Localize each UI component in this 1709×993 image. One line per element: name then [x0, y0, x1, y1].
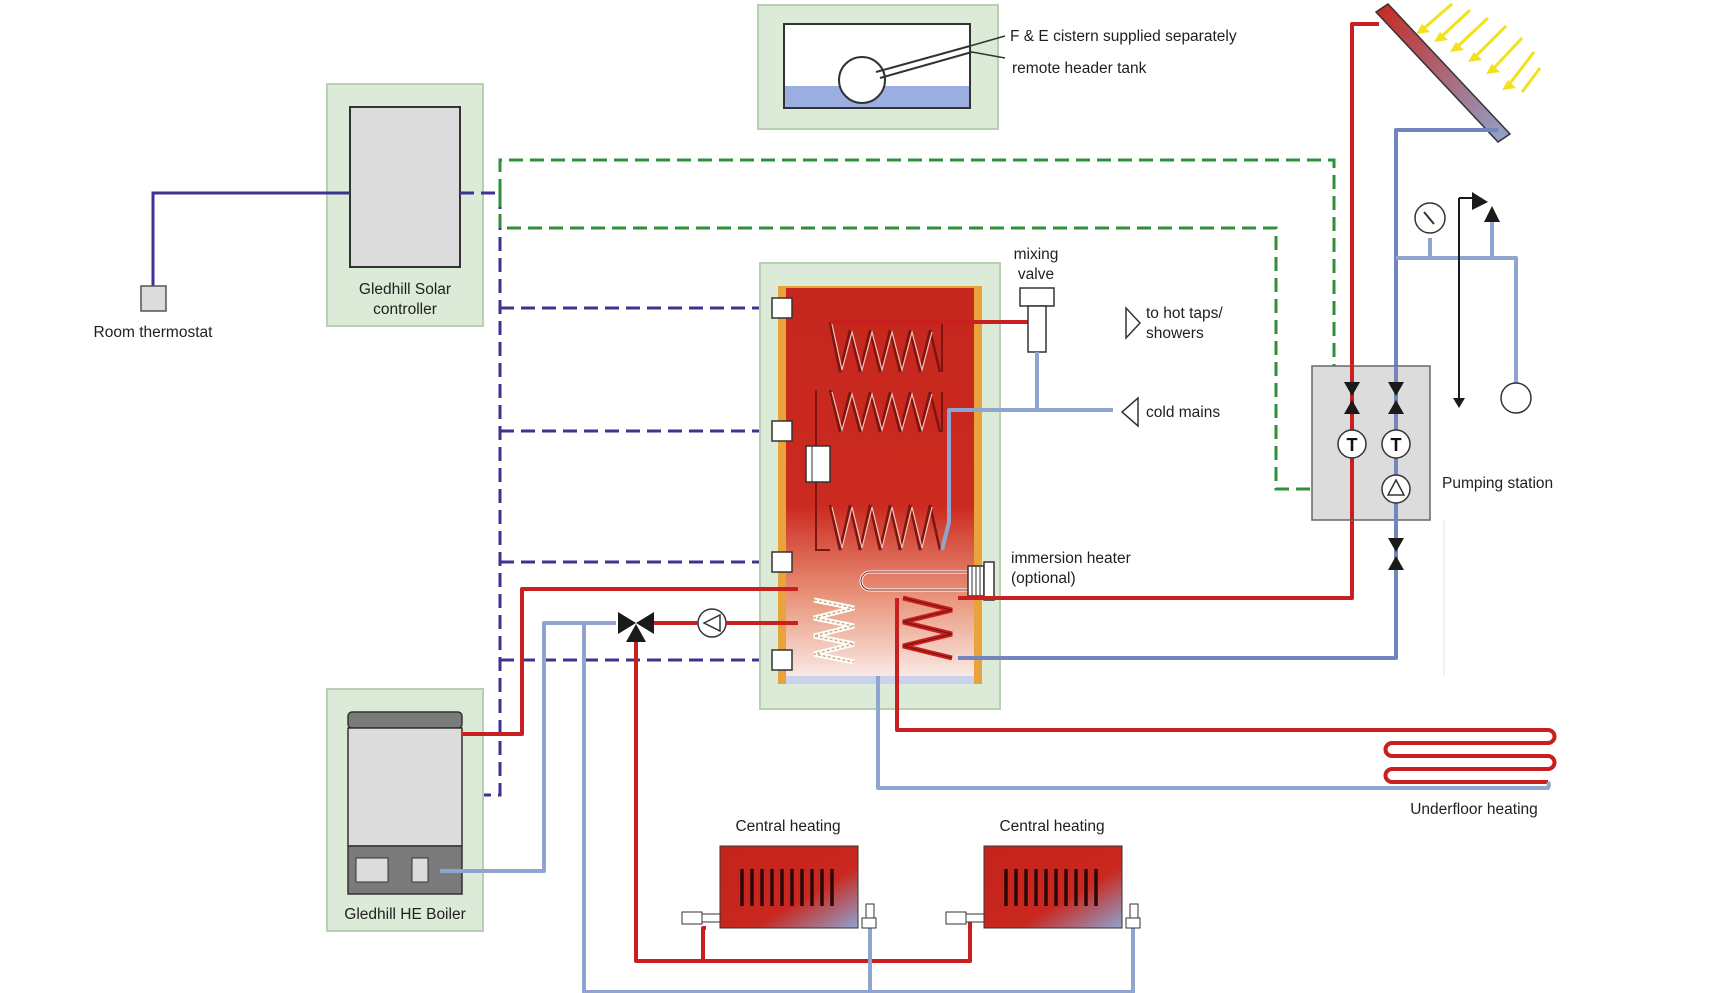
radiator-2-label: Central heating [999, 818, 1104, 835]
solar-signal-wiring [498, 158, 1378, 491]
cistern-label-1: F & E cistern supplied separately [1010, 28, 1237, 45]
svg-text:T: T [1391, 435, 1402, 455]
boiler-label: Gledhill HE Boiler [344, 906, 465, 923]
pumping-station-label: Pumping station [1442, 475, 1553, 492]
sensor-pocket-3 [771, 551, 793, 573]
mixing-valve-head [1019, 287, 1055, 307]
float-valve-icon [838, 35, 1006, 104]
radiator-1: Central heating [681, 818, 877, 929]
boiler-display [355, 857, 389, 883]
immersion-label-2: (optional) [1011, 570, 1076, 587]
boiler: Gledhill HE Boiler [326, 688, 484, 932]
sensor-pocket-4 [771, 649, 793, 671]
solar-collector [1374, 2, 1542, 143]
underfloor-label: Underfloor heating [1410, 801, 1538, 818]
immersion-heater [859, 561, 995, 601]
svg-text:T: T [1347, 435, 1358, 455]
hot-taps-label-2: showers [1146, 325, 1204, 342]
thermostat-icon [140, 285, 167, 312]
mixing-valve-body [1027, 305, 1047, 353]
cylinder-tank [786, 288, 974, 684]
radiator-valve-icon [681, 903, 877, 929]
cold-mains-label: cold mains [1146, 404, 1220, 421]
sensor-pocket-2 [771, 420, 793, 442]
controller-label-1: Gledhill Solar [359, 281, 451, 298]
radiator-1-label: Central heating [735, 818, 840, 835]
sun-rays-icon [1421, 2, 1542, 93]
three-way-valve-icon [618, 612, 654, 642]
solar-panel-icon [1374, 3, 1512, 143]
room-thermostat: Room thermostat [94, 191, 350, 341]
controller-label-2: controller [373, 301, 437, 318]
domestic-hot-water: mixing valve to hot taps/ showers cold m… [830, 246, 1223, 551]
mixing-valve-label-2: valve [1018, 266, 1054, 283]
hot-taps-outlet-icon [1125, 306, 1142, 340]
mixing-valve-label-1: mixing [1014, 246, 1059, 263]
fe-cistern: F & E cistern supplied separately remote… [757, 4, 1237, 130]
hot-taps-label-1: to hot taps/ [1146, 305, 1223, 322]
heating-pump-icon [697, 608, 727, 638]
controller-box [349, 106, 461, 268]
radiator-2-panel [983, 845, 1123, 929]
sensor-pocket-1 [771, 297, 793, 319]
thermostat-label: Room thermostat [94, 324, 214, 341]
check-valves [1344, 382, 1404, 570]
pumping-station-box [1311, 365, 1431, 521]
boiler-top [347, 711, 463, 729]
expansion-vessel-icon [1500, 382, 1532, 414]
solar-pump-icon [1381, 474, 1411, 504]
solar-circuit: T T Pumping station [958, 22, 1553, 676]
immersion-label-1: immersion heater [1011, 550, 1131, 567]
thermostat-wire [151, 191, 350, 287]
thermometer-icon: T T [1337, 429, 1411, 459]
hot-water-cylinder: immersion heater (optional) [759, 262, 1131, 710]
radiator-2: Central heating [945, 818, 1141, 929]
solar-controller: Gledhill Solar controller [326, 83, 484, 327]
underfloor-loop [895, 598, 1557, 784]
boiler-body [347, 727, 463, 847]
boiler-switch [411, 857, 429, 883]
cistern-label-2: remote header tank [1012, 60, 1147, 77]
safety-valve-arrow [1484, 206, 1500, 222]
cold-mains-inlet-icon [1120, 396, 1139, 428]
flow-switch [805, 445, 831, 483]
radiator-valve-icon [945, 903, 1141, 929]
heating-circuit: Underfloor heating [440, 587, 1557, 993]
